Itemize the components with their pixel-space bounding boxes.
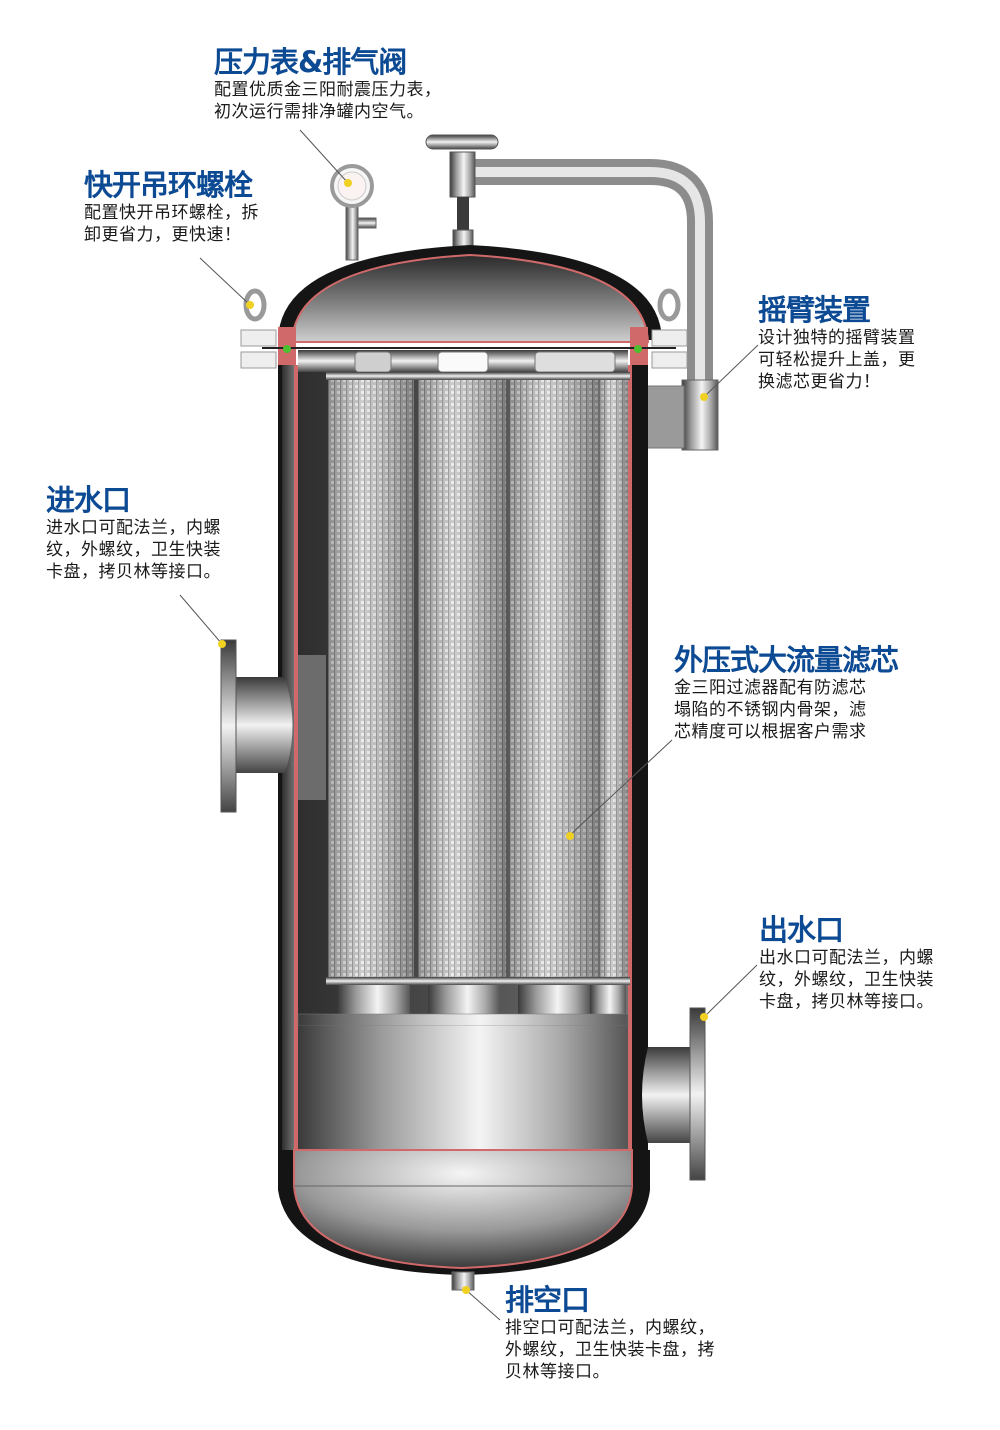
callout-body: 配置快开吊环螺栓，拆 卸更省力，更快速！ <box>84 203 259 245</box>
callout-body: 排空口可配法兰，内螺纹， 外螺纹，卫生快装卡盘，拷 贝林等接口。 <box>505 1318 715 1382</box>
leader-lines <box>179 129 759 1321</box>
callout-outlet: 出水口 出水口可配法兰，内螺 纹，外螺纹，卫生快装 卡盘，拷贝林等接口。 <box>759 913 934 1013</box>
handwheel <box>425 134 499 249</box>
callout-eyebolt: 快开吊环螺栓 配置快开吊环螺栓，拆 卸更省力，更快速！ <box>84 168 259 246</box>
callout-inlet: 进水口 进水口可配法兰，内螺 纹，外螺纹，卫生快装 卡盘，拷贝林等接口。 <box>46 483 221 583</box>
callout-swing-arm: 摇臂装置 设计独特的摇臂装置 可轻松提升上盖，更 换滤芯更省力！ <box>758 293 916 393</box>
inlet-flange <box>220 639 293 813</box>
callout-body: 设计独特的摇臂装置 可轻松提升上盖，更 换滤芯更省力！ <box>758 328 916 392</box>
callout-title: 快开吊环螺栓 <box>84 168 253 202</box>
outlet-flange <box>642 1007 706 1181</box>
callout-body: 进水口可配法兰，内螺 纹，外螺纹，卫生快装 卡盘，拷贝林等接口。 <box>46 518 221 582</box>
callout-title: 压力表&排气阀 <box>214 45 407 79</box>
pressure-gauge <box>330 164 377 261</box>
callout-title: 排空口 <box>505 1283 590 1317</box>
callout-title: 摇臂装置 <box>758 293 871 327</box>
callout-body: 出水口可配法兰，内螺 纹，外螺纹，卫生快装 卡盘，拷贝林等接口。 <box>759 948 934 1012</box>
callout-drain: 排空口 排空口可配法兰，内螺纹， 外螺纹，卫生快装卡盘，拷 贝林等接口。 <box>505 1283 715 1383</box>
callout-cartridge: 外压式大流量滤芯 金三阳过滤器配有防滤芯 塌陷的不锈钢内骨架，滤 芯精度可以根据… <box>674 643 899 743</box>
callout-title: 进水口 <box>46 483 131 517</box>
callout-body: 配置优质金三阳耐震压力表， 初次运行需排净罐内空气。 <box>214 80 442 122</box>
callout-body: 金三阳过滤器配有防滤芯 塌陷的不锈钢内骨架，滤 芯精度可以根据客户需求 <box>674 678 867 742</box>
eyebolt-left <box>240 288 277 369</box>
callout-title: 出水口 <box>759 913 844 947</box>
swing-arm <box>470 159 719 451</box>
callout-title: 外压式大流量滤芯 <box>674 643 899 677</box>
callout-pressure-gauge: 压力表&排气阀 配置优质金三阳耐震压力表， 初次运行需排净罐内空气。 <box>214 45 442 123</box>
filter-cartridges <box>326 372 630 1015</box>
eyebolt-right <box>651 288 688 369</box>
callout-markers <box>218 179 708 1294</box>
